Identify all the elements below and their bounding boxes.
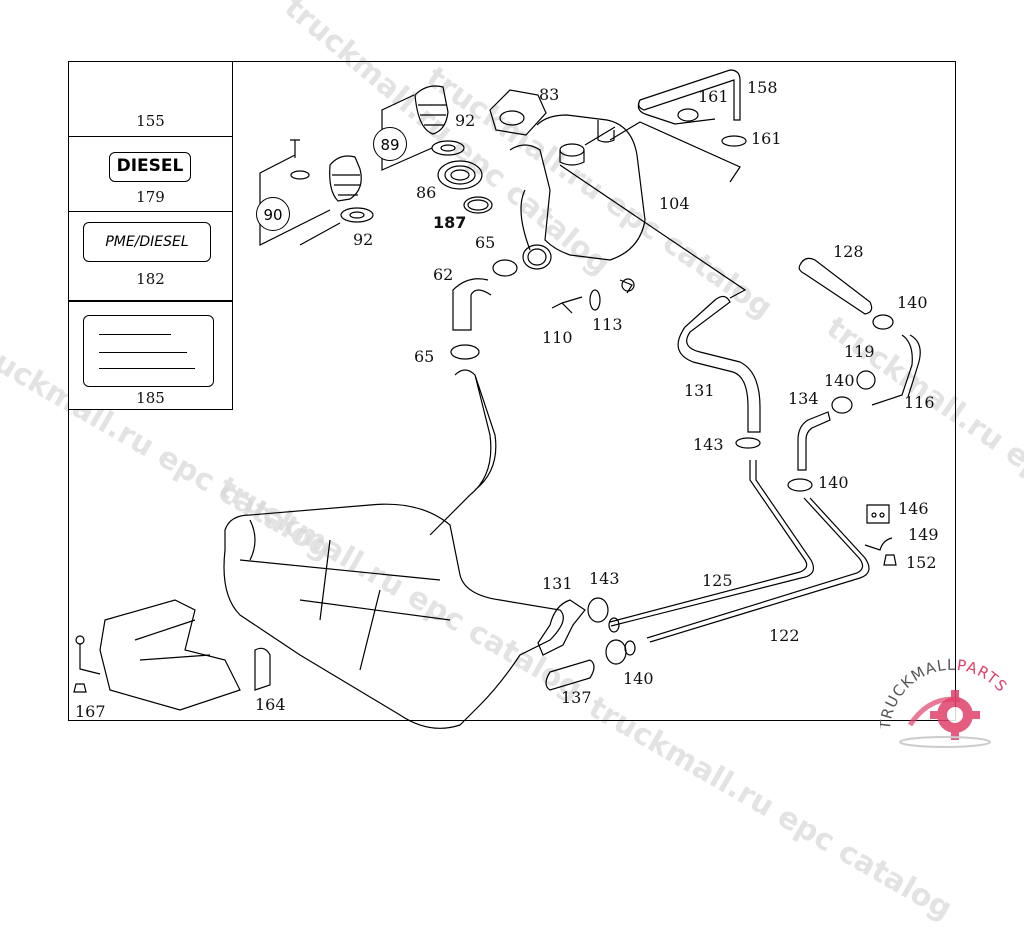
callout-65[interactable]: 65 <box>414 347 435 366</box>
legend-part-number: 185 <box>136 389 165 407</box>
callout-122[interactable]: 122 <box>769 626 800 645</box>
callout-137[interactable]: 137 <box>561 688 592 707</box>
callout-140[interactable]: 140 <box>824 371 855 390</box>
callout-125[interactable]: 125 <box>702 571 733 590</box>
callout-146[interactable]: 146 <box>898 499 929 518</box>
group-circle-90[interactable]: 90 <box>256 197 290 231</box>
callout-143[interactable]: 143 <box>693 435 724 454</box>
callout-140[interactable]: 140 <box>623 669 654 688</box>
logo-text-accent: PARTS <box>956 656 1011 696</box>
legend-item-179[interactable]: DIESEL 179 <box>69 137 232 212</box>
callout-113[interactable]: 113 <box>592 315 623 334</box>
callout-62[interactable]: 62 <box>433 265 454 284</box>
callout-140[interactable]: 140 <box>897 293 928 312</box>
callout-92[interactable]: 92 <box>353 230 374 249</box>
cable-tie-icon <box>109 67 169 107</box>
callout-92[interactable]: 92 <box>455 111 476 130</box>
legend-part-number: 179 <box>136 188 165 206</box>
callout-167[interactable]: 167 <box>75 702 106 721</box>
callout-187[interactable]: 187 <box>433 213 467 232</box>
legend-part-number: 155 <box>136 112 165 130</box>
pme-diesel-label-badge: PME/DIESEL <box>83 222 211 262</box>
callout-149[interactable]: 149 <box>908 525 939 544</box>
legend-item-182[interactable]: PME/DIESEL 182 <box>69 212 232 301</box>
boot-part-89 <box>381 85 465 171</box>
callout-131[interactable]: 131 <box>684 381 715 400</box>
callout-83[interactable]: 83 <box>539 85 560 104</box>
callout-128[interactable]: 128 <box>833 242 864 261</box>
legend-panel: 155 DIESEL 179 PME/DIESEL 182 185 <box>68 61 233 410</box>
callout-134[interactable]: 134 <box>788 389 819 408</box>
legend-item-155[interactable]: 155 <box>69 62 232 137</box>
callout-86[interactable]: 86 <box>416 183 437 202</box>
legend-part-number: 182 <box>136 270 165 288</box>
callout-131[interactable]: 131 <box>542 574 573 593</box>
callout-140[interactable]: 140 <box>818 473 849 492</box>
truckmall-parts-logo: TRUCKMALLPARTS <box>880 656 1011 748</box>
callout-161[interactable]: 161 <box>751 129 782 148</box>
gear-icon <box>930 690 980 740</box>
blank-label-badge <box>83 315 214 387</box>
callout-116[interactable]: 116 <box>904 393 935 412</box>
callout-164[interactable]: 164 <box>255 695 286 714</box>
legend-item-185[interactable]: 185 <box>69 301 232 411</box>
callout-152[interactable]: 152 <box>906 553 937 572</box>
callout-161[interactable]: 161 <box>698 87 729 106</box>
callout-104[interactable]: 104 <box>659 194 690 213</box>
callout-158[interactable]: 158 <box>747 78 778 97</box>
callout-110[interactable]: 110 <box>542 328 573 347</box>
callout-119[interactable]: 119 <box>844 342 875 361</box>
callout-143[interactable]: 143 <box>589 569 620 588</box>
diesel-label-badge: DIESEL <box>109 152 191 182</box>
group-circle-89[interactable]: 89 <box>373 127 407 161</box>
callout-65[interactable]: 65 <box>475 233 496 252</box>
